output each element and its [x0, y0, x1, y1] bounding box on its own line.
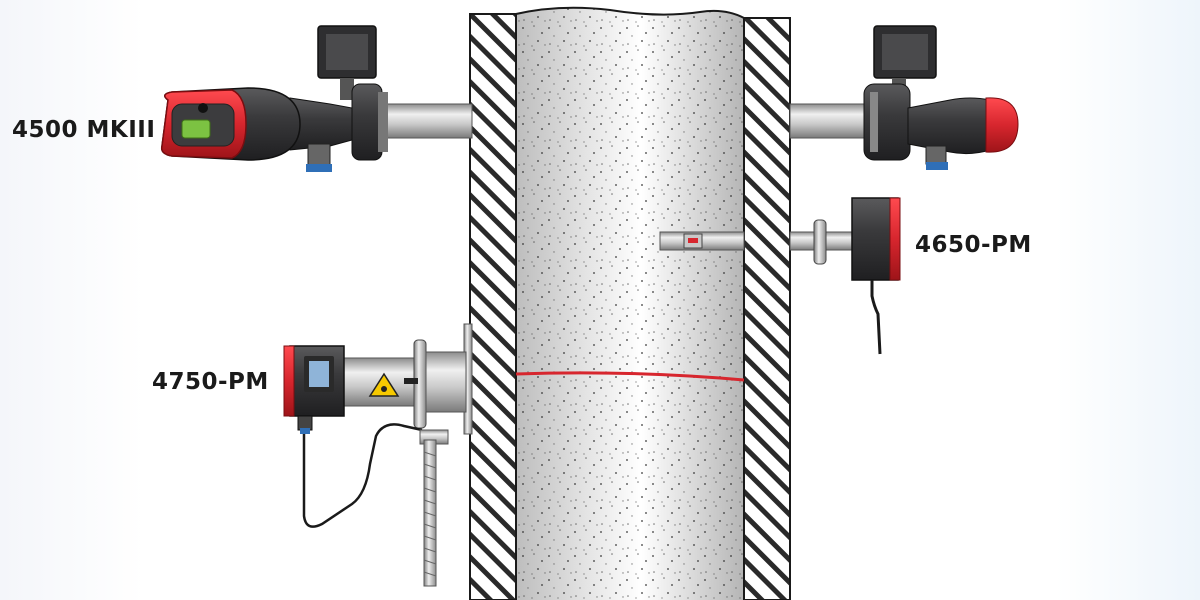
lens-nose	[289, 97, 353, 151]
indicator-led	[198, 103, 208, 113]
mounting-pipe	[379, 103, 473, 139]
probe-4750-pm	[283, 323, 473, 587]
laser-beam	[515, 371, 745, 382]
receiver-body	[907, 97, 991, 155]
analyser-4500-receiver	[789, 25, 1019, 170]
mounting-pipe	[789, 103, 871, 139]
label-4500-mkiii: 4500 MKIII	[12, 117, 156, 143]
probe-4650-pm	[659, 197, 901, 355]
probe-flange	[813, 219, 827, 265]
mounting-flange	[351, 83, 383, 161]
label-4750-pm: 4750-PM	[152, 369, 269, 395]
controller-red-cover	[283, 345, 295, 417]
controller-cable	[302, 423, 423, 528]
stack-wall-right	[743, 17, 791, 600]
laser-warning-icon	[368, 372, 400, 397]
probe-red-cover	[889, 197, 901, 281]
green-display	[181, 119, 211, 139]
red-end-cap	[985, 97, 1019, 153]
label-4650-pm: 4650-PM	[915, 232, 1032, 258]
blue-display	[309, 361, 329, 387]
probe-cable	[870, 280, 882, 355]
analyser-4500-mkiii	[160, 25, 473, 172]
stack-wall-left	[469, 13, 517, 600]
stack	[469, 6, 791, 600]
